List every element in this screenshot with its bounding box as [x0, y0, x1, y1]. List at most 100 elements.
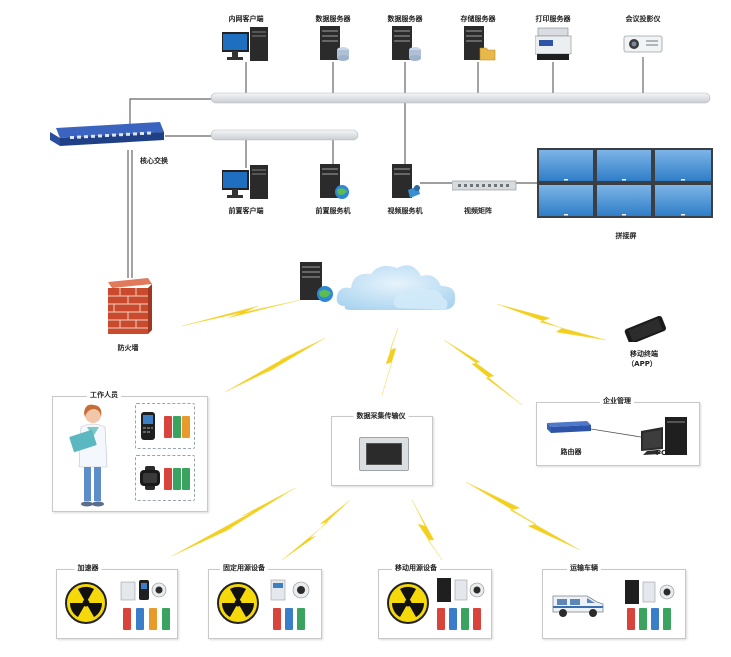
firewall-icon — [108, 278, 152, 334]
accelerator-label: 加速器 — [74, 563, 102, 573]
red-feature-tag — [273, 608, 281, 630]
mobile-source-panel — [378, 569, 492, 639]
collector-device — [359, 437, 409, 471]
red-feature-tag — [437, 608, 445, 630]
green-feature-tag — [663, 608, 671, 630]
green-feature-tag — [182, 468, 190, 490]
lightning-bolt-firewall — [181, 299, 301, 327]
front-client-label: 前置客户端 — [228, 207, 264, 215]
data-server-2-label: 数据服务器 — [387, 15, 423, 23]
router-icon — [547, 421, 591, 433]
server-icon — [320, 26, 349, 61]
sensor-devices-icon — [270, 579, 310, 601]
sensor-devices-icon — [625, 580, 675, 604]
green-feature-tag — [461, 608, 469, 630]
collector-screen — [366, 443, 402, 465]
red-feature-tag — [473, 608, 481, 630]
projector-label: 会议投影仪 — [625, 15, 661, 23]
staff-panel — [52, 396, 208, 512]
lightning-bolt-fixed — [281, 499, 351, 561]
lightning-bolt-accelerator — [171, 487, 296, 557]
green-feature-tag — [297, 608, 305, 630]
firewall-device — [100, 278, 156, 338]
video-server-icon — [392, 164, 420, 198]
sensor-devices-icon — [120, 580, 167, 601]
green-feature-tag — [162, 608, 170, 630]
mobile-phone-device — [622, 315, 668, 344]
red-feature-tag — [627, 608, 635, 630]
firewall-label: 防火墙 — [117, 344, 139, 352]
lightning-bolt-mobile — [496, 303, 607, 341]
cloud-icon — [336, 265, 456, 310]
accelerator-panel — [56, 569, 178, 639]
transport-vehicle-label: 运输车辆 — [567, 563, 601, 573]
smartwatch-card — [135, 455, 195, 501]
mobile-terminal-app-label: （APP） — [627, 360, 657, 368]
handheld-terminal-icon — [141, 412, 155, 440]
server-icon — [392, 26, 421, 61]
vehicle-icon — [552, 595, 604, 617]
video-server-device — [390, 164, 424, 202]
pc-label: PC — [655, 449, 667, 457]
printer-icon — [534, 27, 572, 60]
router-label: 路由器 — [560, 448, 582, 456]
green-feature-tag — [173, 468, 181, 490]
fixed-source-label: 固定用源设备 — [220, 563, 268, 573]
mobile-source-label: 移动用源设备 — [392, 563, 440, 573]
data-server-1-label: 数据服务器 — [315, 15, 351, 23]
intranet-client-device — [221, 27, 272, 63]
cloud-network — [335, 262, 460, 320]
green-feature-tag — [173, 416, 181, 438]
front-network-bus — [210, 129, 359, 141]
globe-server-icon — [320, 164, 349, 199]
transport-vehicle-panel — [542, 569, 686, 639]
video-matrix-label: 视频矩阵 — [464, 207, 492, 215]
data-server-2-device — [390, 26, 422, 62]
front-client-device — [221, 165, 272, 201]
red-feature-tag — [164, 468, 172, 490]
lightning-bolt-enterprise — [443, 339, 523, 406]
lightning-bolt-staff — [224, 337, 326, 393]
smartphone-icon — [624, 315, 667, 344]
pc-icon — [641, 417, 687, 455]
green-feature-tag — [639, 608, 647, 630]
radiation-icon — [217, 582, 259, 624]
sensor-devices-icon — [437, 578, 485, 602]
lightning-bolt-mobile-source — [411, 499, 443, 561]
handheld-terminal-card — [135, 403, 195, 449]
globe-server-icon — [300, 262, 333, 302]
blue-feature-tag — [285, 608, 293, 630]
intranet-client-label: 内网客户端 — [228, 15, 264, 23]
core-switch-device — [50, 122, 166, 152]
orange-feature-tag — [149, 608, 157, 630]
video-wall-device — [536, 147, 716, 221]
smartwatch-icon — [140, 466, 160, 490]
front-server-label: 前置服务机 — [315, 207, 351, 215]
collector-panel — [331, 416, 433, 486]
red-feature-tag — [123, 608, 131, 630]
storage-server-icon — [464, 26, 496, 61]
core-switch-label: 核心交换 — [140, 157, 168, 165]
front-server-device — [318, 164, 350, 202]
enterprise-label: 企业管理 — [600, 396, 634, 406]
desktop-computer-icon — [221, 165, 268, 199]
main-network-bus — [210, 92, 711, 104]
projector-icon — [623, 35, 663, 53]
video-server-label: 视频服务机 — [387, 207, 423, 215]
red-feature-tag — [164, 416, 172, 438]
mobile-terminal-label: 移动终端 — [630, 350, 658, 358]
enterprise-network-icons — [547, 417, 687, 455]
video-wall-label: 拼接屏 — [615, 232, 637, 240]
network-switch-icon — [50, 122, 164, 146]
collector-label: 数据采集传输仪 — [353, 411, 409, 421]
storage-server-device — [462, 26, 496, 62]
blue-feature-tag — [651, 608, 659, 630]
projector-device — [622, 32, 664, 56]
storage-server-label: 存储服务器 — [460, 15, 496, 23]
radiation-icon — [65, 582, 107, 624]
desktop-computer-icon — [221, 27, 268, 61]
fixed-source-panel — [208, 569, 322, 639]
radiation-icon — [387, 582, 429, 624]
